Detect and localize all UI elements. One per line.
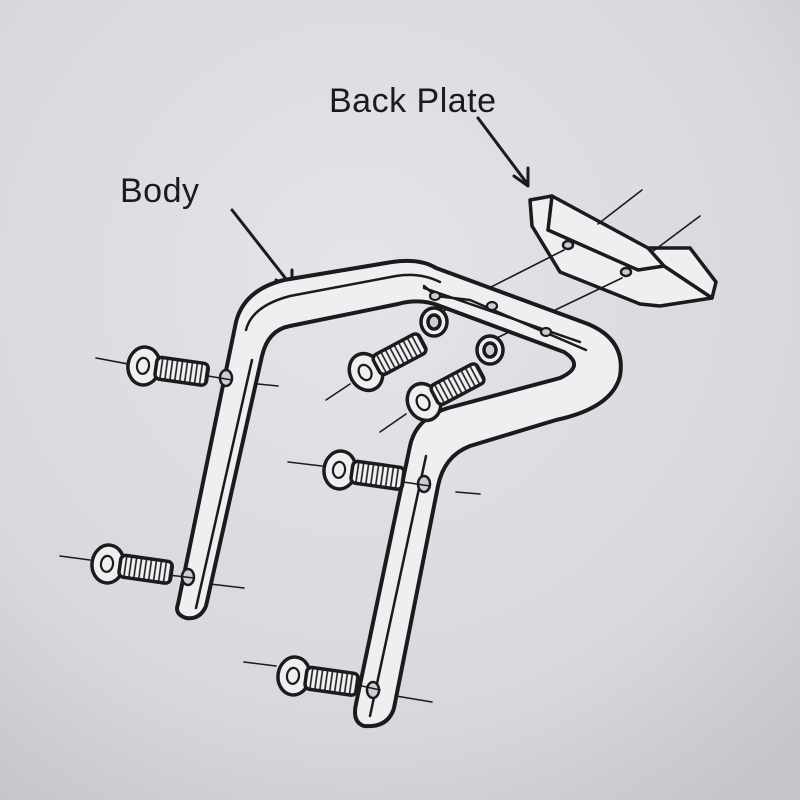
body-frame — [175, 258, 623, 729]
back-plate-label: Back Plate — [329, 82, 497, 120]
body-label: Body — [120, 172, 200, 210]
arrow-back-plate — [476, 116, 530, 188]
washers — [419, 306, 505, 366]
back-plate — [528, 194, 718, 308]
